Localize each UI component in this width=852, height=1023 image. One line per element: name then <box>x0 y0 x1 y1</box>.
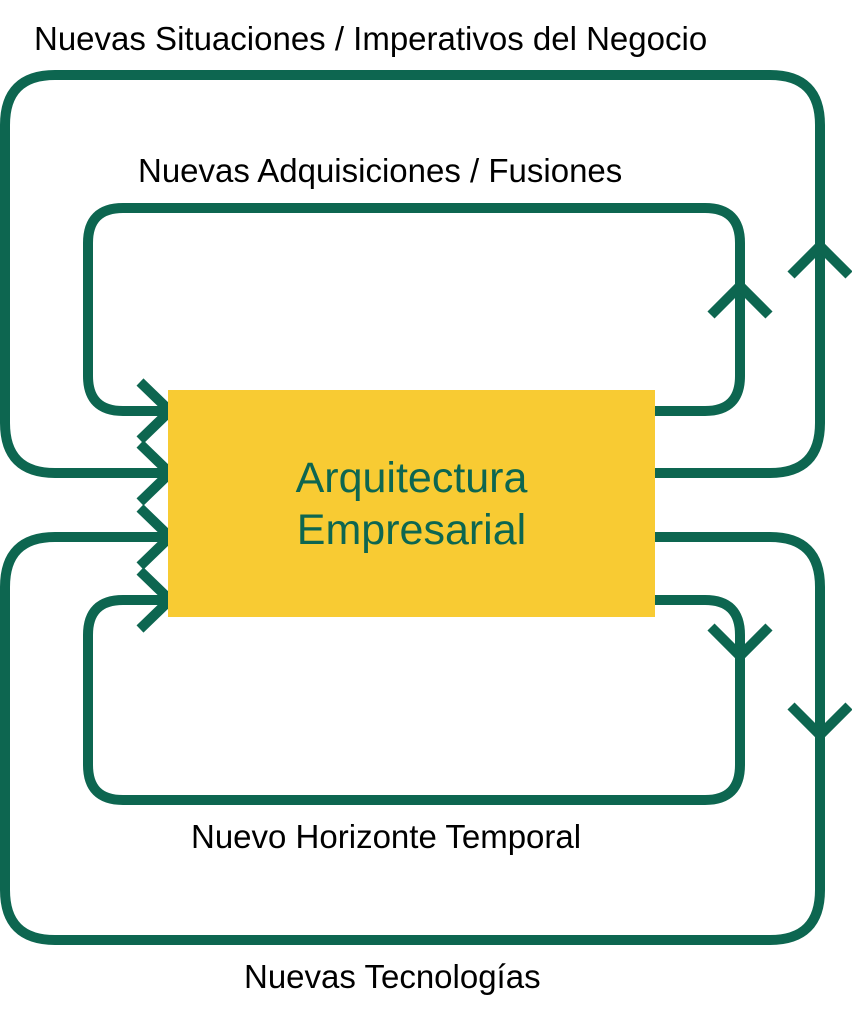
loop-outer-bottom <box>0 532 825 945</box>
loop-inner-bottom <box>83 595 745 805</box>
arrow-down-inner-icon <box>707 623 773 664</box>
loop-inner-top <box>83 203 745 416</box>
center-line-2: Empresarial <box>296 505 527 554</box>
arrow-down-outer-icon <box>787 702 852 743</box>
label-outer-top: Nuevas Situaciones / Imperativos del Neg… <box>34 20 708 57</box>
arrow-up-outer-icon <box>787 238 852 279</box>
center-line-1: Arquitectura <box>295 453 528 502</box>
label-outer-bottom: Nuevas Tecnologías <box>244 958 541 995</box>
label-inner-top: Nuevas Adquisiciones / Fusiones <box>138 152 623 189</box>
label-inner-bottom: Nuevo Horizonte Temporal <box>191 818 582 855</box>
arrow-up-inner-icon <box>707 278 773 319</box>
loop-outer-top <box>0 70 825 478</box>
enterprise-architecture-box: Arquitectura Empresarial <box>168 390 655 617</box>
